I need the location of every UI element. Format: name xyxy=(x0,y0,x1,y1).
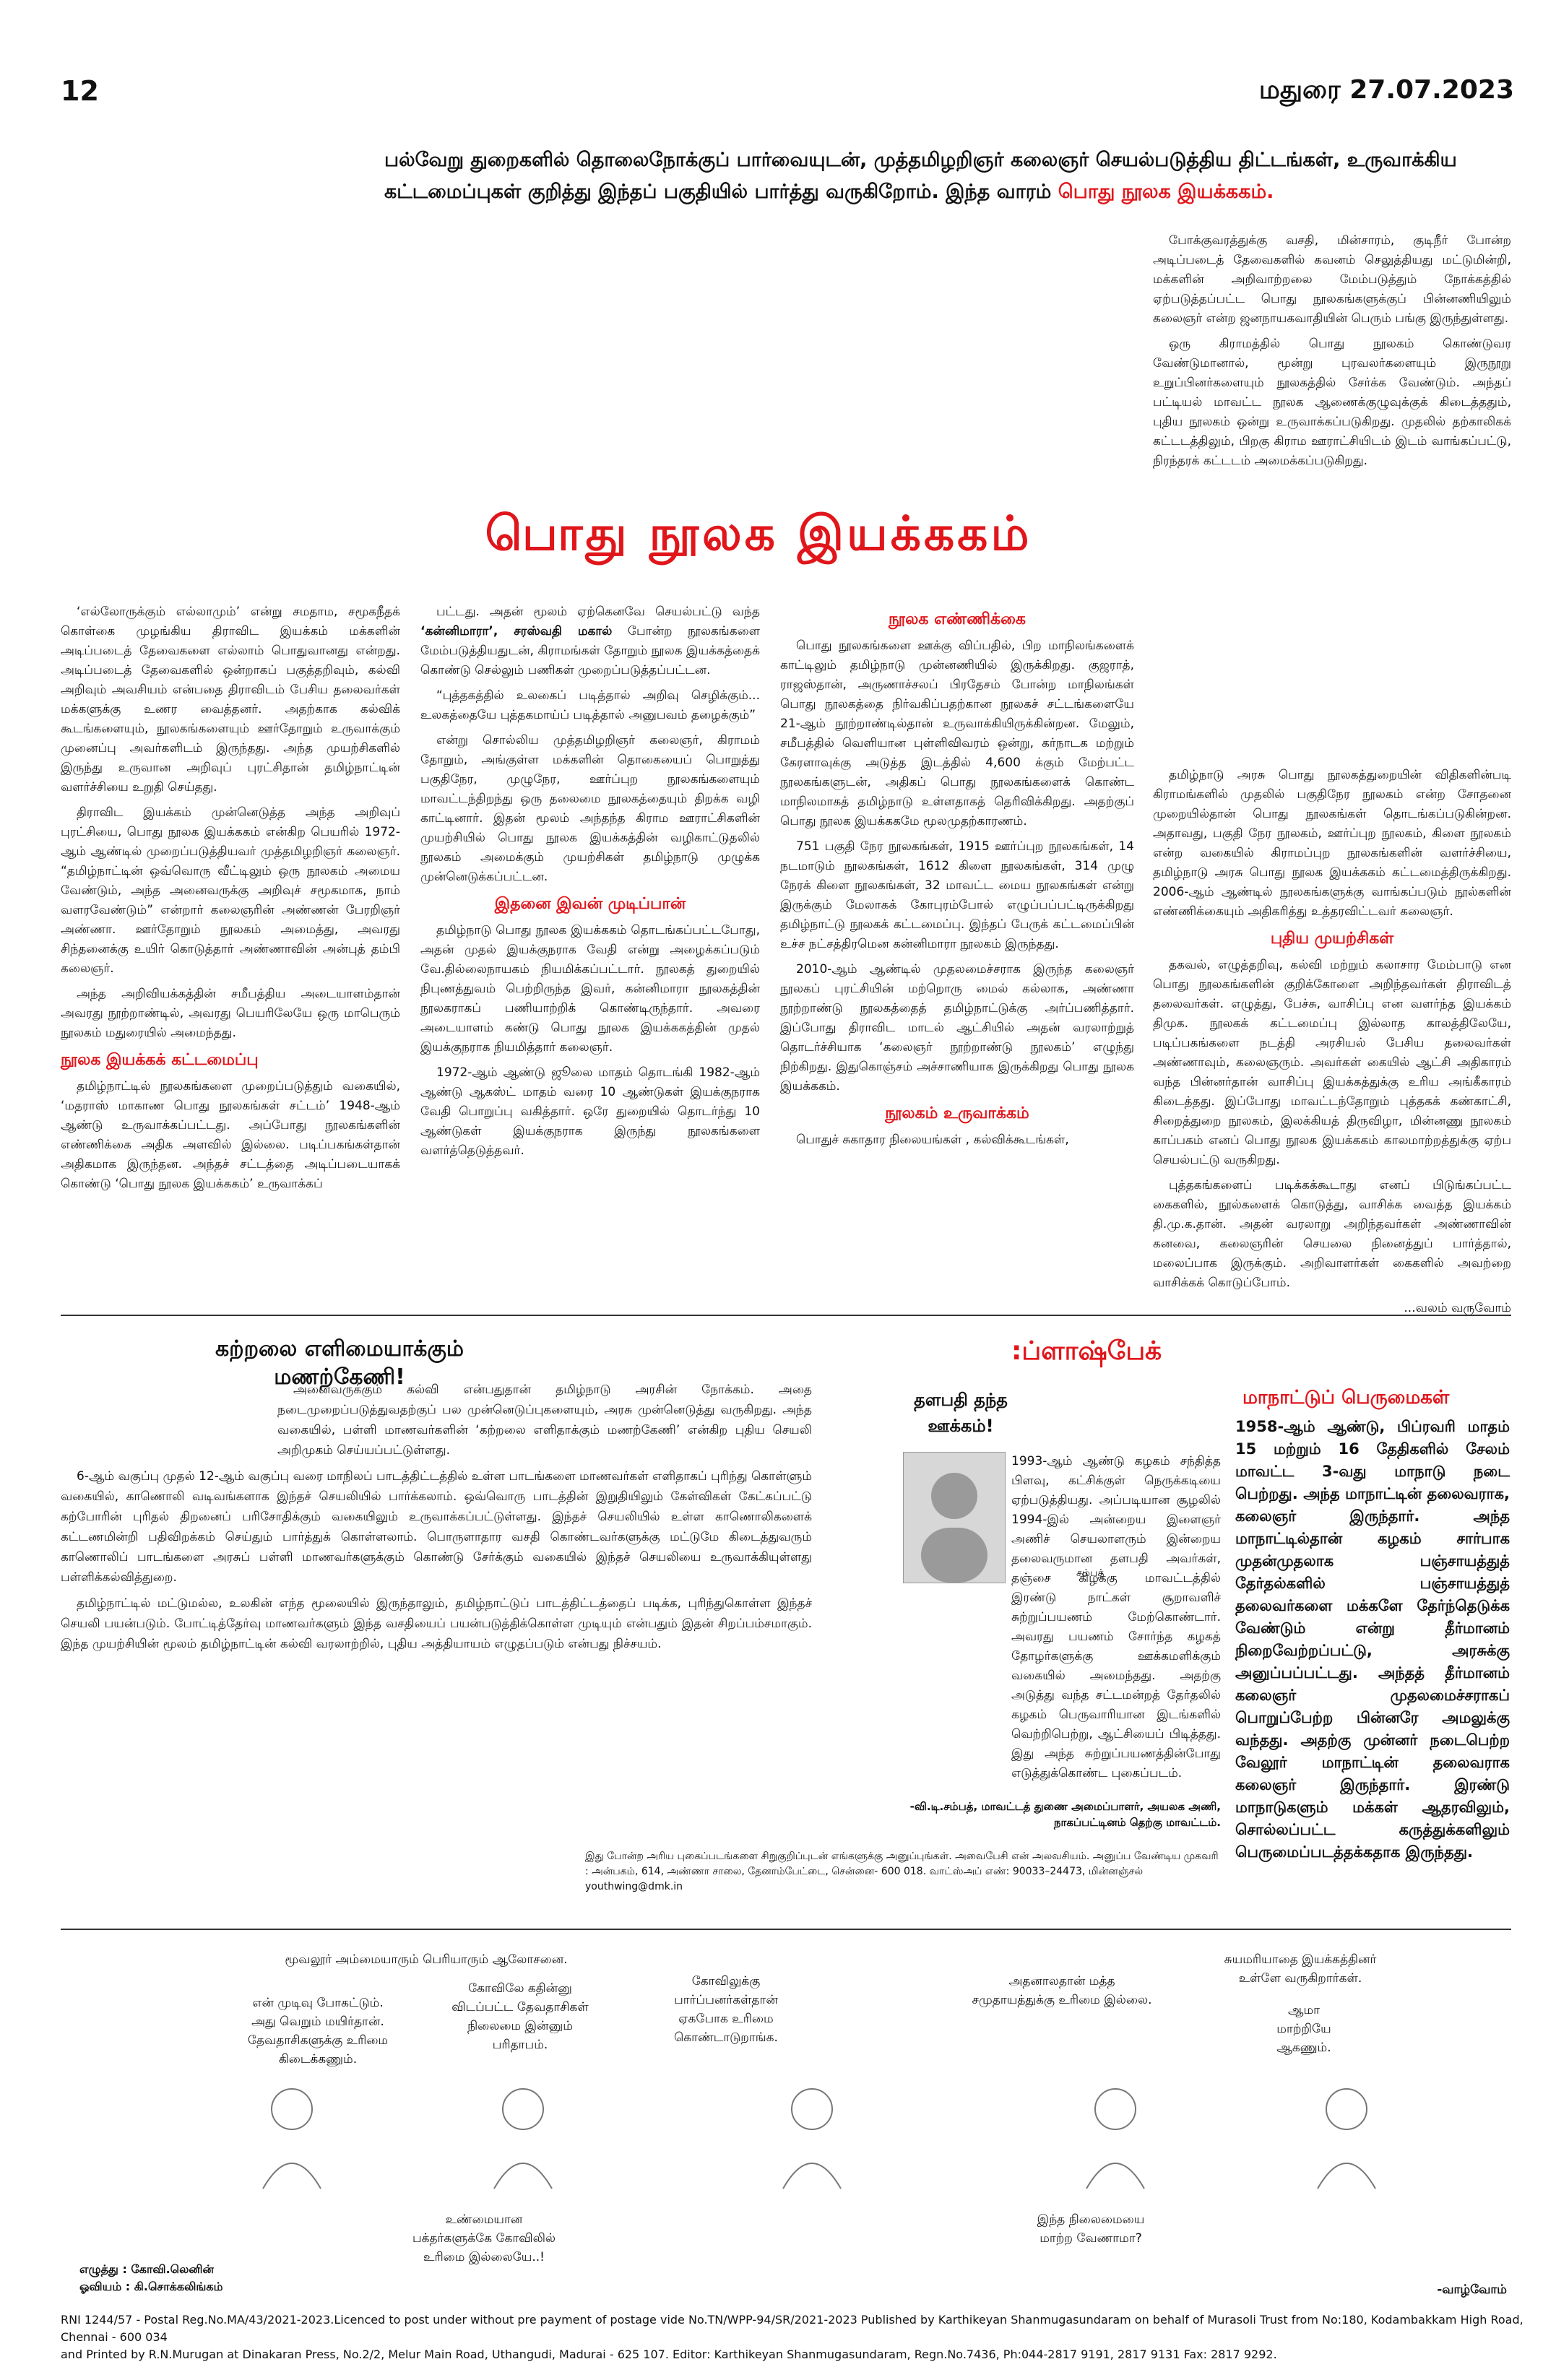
intro-highlight: பொது நூலக இயக்ககம். xyxy=(1058,181,1274,203)
app-box-para-2: 6-ஆம் வகுப்பு முதல் 12-ஆம் வகுப்பு வரை ம… xyxy=(61,1469,812,1585)
col1-para-4: தமிழ்நாட்டில் நூலகங்களை முறைப்படுத்தும் … xyxy=(61,1079,400,1191)
col1-para-3: அந்த அறிவியக்கத்தின் சமீபத்திய அடையாளம்த… xyxy=(61,987,400,1040)
cartoon-bubble-2: கோவிலே கதின்னு விடப்பட்ட தேவதாசிகள் நிலை… xyxy=(451,1981,589,2052)
col2-para-1-a: பட்டது. அதன் மூலம் ஏற்கெனவே செயல்பட்டு வ… xyxy=(436,605,760,619)
cartoon-artist: ஓவியம் : கி.சொக்கலிங்கம் xyxy=(79,2280,223,2293)
app-box-para-1: அனைவருக்கும் கல்வி என்பதுதான் தமிழ்நாடு … xyxy=(277,1382,812,1458)
footer-line-1: RNI 1244/57 - Postal Reg.No.MA/43/2021-2… xyxy=(61,2313,1523,2344)
cartoon-bubble-7: உண்மையான பக்தர்களுக்கே கோவிலில் உரிமை இல… xyxy=(412,2212,556,2264)
col4-para-4: தகவல், எழுத்தறிவு, கல்வி மற்றும் கலாசார … xyxy=(1153,958,1511,1167)
cartoon-figures-icon xyxy=(262,2088,1376,2189)
col4-heading: புதிய முயற்சிகள் xyxy=(1270,930,1394,948)
app-box-title: கற்றலை எளிமையாக்கும் மணற்கேணி! xyxy=(152,1336,527,1393)
col2-para-1: பட்டது. அதன் மூலம் ஏற்கெனவே செயல்பட்டு வ… xyxy=(420,602,760,680)
flashback-title: தளபதி தந்த ஊக்கம்! xyxy=(914,1390,1008,1436)
col1-heading: நூலக இயக்கக் கட்டமைப்பு xyxy=(61,1051,259,1069)
cartoon-bubble-1: என் முடிவு போகட்டும். அது வெறும் மயிர்தா… xyxy=(247,1996,389,2067)
col2-bold-names: ‘கன்னிமாரா’, சரஸ்வதி மகால் xyxy=(420,624,613,639)
flashback-note: இது போன்ற அரிய புகைப்படங்களை சிறுகுறிப்ப… xyxy=(585,1851,1219,1892)
col4-para-5: புத்தகங்களைப் படிக்கக்கூடாது எனப் பிடுங்… xyxy=(1153,1178,1511,1290)
col4-para-3: தமிழ்நாடு அரசு பொது நூலகத்துறையின் விதிக… xyxy=(1153,768,1511,919)
footer-line-2: and Printed by R.N.Murugan at Dinakaran … xyxy=(61,2347,1277,2361)
col1-para-2: திராவிட இயக்கம் முன்னெடுத்த அந்த அறிவுப்… xyxy=(61,805,400,976)
flashback-body: 1993-ஆம் ஆண்டு கழகம் சந்தித்த பிளவு, கட்… xyxy=(1011,1454,1221,1780)
column-2: பட்டது. அதன் மூலம் ஏற்கெனவே செயல்பட்டு வ… xyxy=(420,602,760,1167)
col2-quote: “புத்தகத்தில் உலகைப் படித்தால் அறிவு செழ… xyxy=(420,688,760,722)
conference-title: மாநாட்டுப் பெருமைகள் xyxy=(1242,1387,1450,1408)
cartoon-bubble-6: ஆமா மாற்றியே ஆகணும். xyxy=(1276,2003,1331,2055)
flashback-credit: -வி.டி.சம்பத், மாவட்டத் துணை அமைப்பாளர்,… xyxy=(909,1800,1221,1829)
flashback-photo-label: சம்பத் xyxy=(1076,1567,1105,1579)
col2-para-3: தமிழ்நாடு பொது நூலக இயக்ககம் தொடங்கப்பட்… xyxy=(420,923,760,1055)
col1-para-1: ‘எல்லோருக்கும் எல்லாமும்’ என்று சமதாம, ச… xyxy=(61,605,400,795)
cartoon-bubble-3: கோவிலுக்கு பார்ப்பனர்கள்தான் ஏகபோக உரிமை… xyxy=(674,1974,778,2045)
section-divider xyxy=(61,1315,1511,1316)
main-title: பொது நூலக இயக்ககம் xyxy=(485,506,1032,561)
column-3: நூலக எண்ணிக்கை பொது நூலகங்களை ஊக்கு விப்… xyxy=(780,602,1134,1156)
column-1: ‘எல்லோருக்கும் எல்லாமும்’ என்று சமதாம, ச… xyxy=(61,602,400,1200)
app-box-title-text: கற்றலை எளிமையாக்கும் மணற்கேணி! xyxy=(215,1336,464,1390)
column-4-top: போக்குவரத்துக்கு வசதி, மின்சாரம், குடிநீ… xyxy=(1153,231,1511,477)
col3-para-1: பொது நூலகங்களை ஊக்கு விப்பதில், பிற மாநி… xyxy=(780,639,1134,828)
cartoon-writer: எழுத்து : கோவி.லெனின் xyxy=(79,2262,215,2276)
intro-body: பல்வேறு துறைகளில் தொலைநோக்குப் பார்வையுட… xyxy=(384,149,1457,203)
flashback-text: 1993-ஆம் ஆண்டு கழகம் சந்தித்த பிளவு, கட்… xyxy=(1011,1452,1221,1789)
cartoon-divider xyxy=(61,1929,1511,1930)
person-photo-icon xyxy=(921,1473,987,1583)
col2-heading: இதனை இவன் முடிப்பான் xyxy=(494,895,686,913)
app-box-para-3: தமிழ்நாட்டில் மட்டுமல்ல, உலகின் எந்த மூல… xyxy=(61,1596,812,1651)
cartoon-bubble-4: அதனாலதான் மத்த சமுதாயத்துக்கு உரிமை இல்ல… xyxy=(972,1974,1152,2007)
col4-para-2: ஒரு கிராமத்தில் பொது நூலகம் கொண்டுவர வேண… xyxy=(1153,337,1511,468)
col3-para-3: 2010-ஆம் ஆண்டில் முதலமைச்சராக இருந்த கலை… xyxy=(780,962,1134,1094)
col4-continued: ...வலம் வருவோம் xyxy=(1404,1301,1511,1315)
cartoon-art xyxy=(61,2066,1511,2196)
intro-text: பல்வேறு துறைகளில் தொலைநோக்குப் பார்வையுட… xyxy=(384,144,1511,208)
col3-heading-2: நூலகம் உருவாக்கம் xyxy=(885,1104,1029,1122)
column-4-bottom: தமிழ்நாடு அரசு பொது நூலகத்துறையின் விதிக… xyxy=(1153,766,1511,1318)
col3-para-2: 751 பகுதி நேர நூலகங்கள், 1915 ஊர்ப்புற ந… xyxy=(780,839,1134,951)
col2-para-4: 1972-ஆம் ஆண்டு ஜூலை மாதம் தொடங்கி 1982-ஆ… xyxy=(420,1065,760,1158)
flashback-photo xyxy=(903,1452,1006,1583)
col2-para-2: என்று சொல்லிய முத்தமிழறிஞர் கலைஞர், கிரா… xyxy=(420,733,760,884)
col2-para-1-b: போன்ற நூலகங்களை மேம்படுத்தியதுடன், கிராம… xyxy=(420,624,761,678)
conference-text: 1958-ஆம் ஆண்டு, பிப்ரவரி மாதம் 15 மற்றும… xyxy=(1235,1418,1510,1861)
col3-para-4: பொதுச் சுகாதார நிலையங்கள் , கல்விக்கூடங்… xyxy=(796,1133,1069,1147)
cartoon-top-caption: மூவலூர் அம்மையாரும் பெரியாரும் ஆலோசனை. xyxy=(285,1952,568,1967)
footer: RNI 1244/57 - Postal Reg.No.MA/43/2021-2… xyxy=(61,2311,1534,2363)
flashback-label: :ப்ளாஷ்பேக் xyxy=(1011,1336,1162,1366)
cartoon-bubble-8: இந்த நிலைமையை மாற்ற வேணாமா? xyxy=(1037,2212,1145,2246)
cartoon-end: -வாழ்வோம் xyxy=(1437,2282,1507,2297)
app-box-body: அனைவருக்கும் கல்வி என்பதுதான் தமிழ்நாடு … xyxy=(61,1380,812,1660)
cartoon-bubble-5: சுயமரியாதை இயக்கத்தினர் உள்ளே வருகிறார்க… xyxy=(1224,1952,1377,1986)
dateline: மதுரை 27.07.2023 xyxy=(1258,75,1514,105)
col3-heading-1: நூலக எண்ணிக்கை xyxy=(889,610,1026,628)
col4-para-1: போக்குவரத்துக்கு வசதி, மின்சாரம், குடிநீ… xyxy=(1153,233,1511,326)
page-number: 12 xyxy=(61,75,99,107)
cartoon-credits: எழுத்து : கோவி.லெனின் ஓவியம் : கி.சொக்கல… xyxy=(79,2261,223,2295)
